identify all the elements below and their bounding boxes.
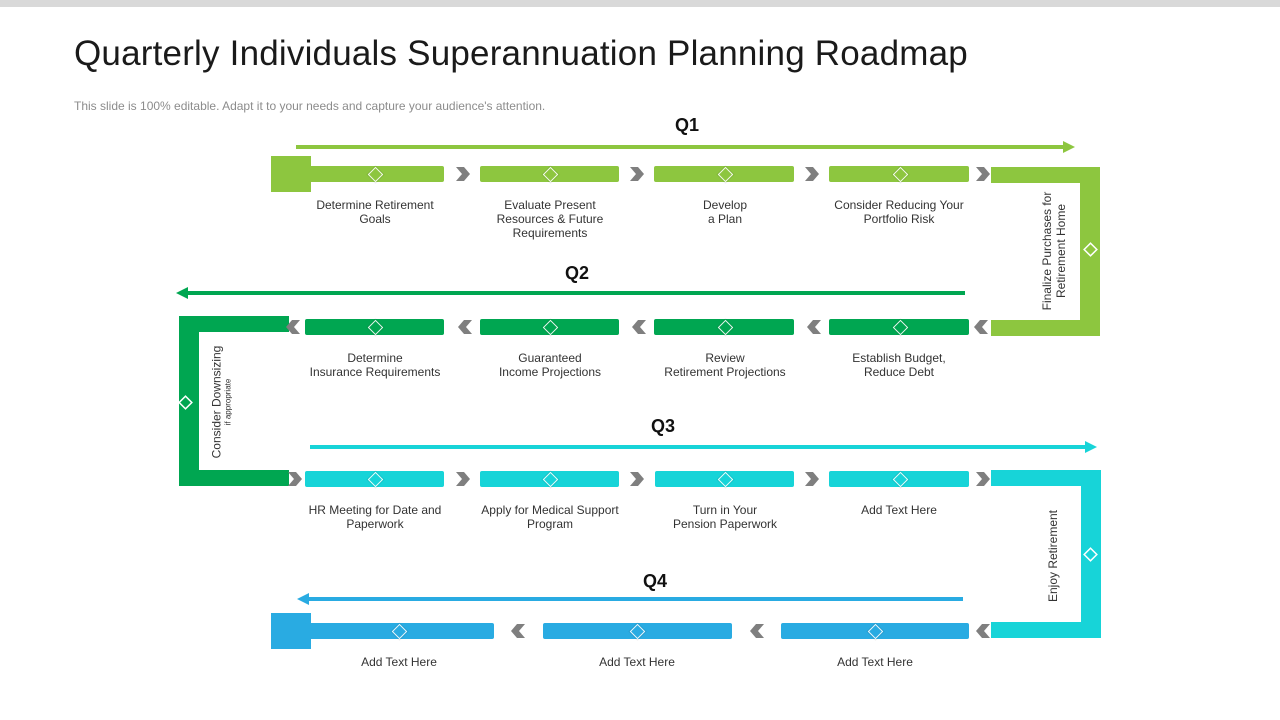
q4-timeline-arrow — [297, 593, 963, 605]
q3-step-bar — [480, 471, 619, 487]
q1-step-bar — [480, 166, 619, 182]
q1-step-bar — [829, 166, 969, 182]
q3-step-bar — [829, 471, 969, 487]
q1-start-block — [271, 156, 311, 192]
q2-label: Q2 — [564, 263, 590, 283]
q2-step-bar — [654, 319, 794, 335]
q4-step-bar — [781, 623, 969, 639]
q2-step-bar — [829, 319, 969, 335]
q1-timeline-arrow — [296, 141, 1075, 153]
q4-step-1-label: Add Text Here — [361, 655, 437, 669]
q2-timeline-arrow — [176, 287, 965, 299]
connector-right-bottom — [991, 470, 1101, 638]
q3-step-bar — [655, 471, 794, 487]
connector-left-diamond — [178, 395, 193, 410]
q2-step-bar — [305, 319, 444, 335]
q4-step-bar — [305, 623, 494, 639]
connector-right-top — [991, 167, 1100, 336]
q3-chevrons — [288, 472, 990, 486]
page-title: Quarterly Individuals Superannuation Pla… — [74, 34, 968, 73]
q4-end-block — [271, 613, 311, 649]
q2-step-4-label: Establish Budget,Reduce Debt — [852, 351, 946, 379]
q4-step-bar — [543, 623, 732, 639]
q1-chevrons — [456, 167, 990, 181]
connector-left — [179, 316, 289, 486]
q1-step-bar — [654, 166, 794, 182]
q4-chevrons — [511, 624, 990, 638]
q4-step-2-label: Add Text Here — [599, 655, 675, 669]
connector-right-bottom-label: Enjoy Retirement — [1046, 509, 1060, 603]
q1-label: Q1 — [674, 115, 700, 135]
q1-step-bar — [305, 166, 444, 182]
connector-right-bottom-diamond — [1083, 547, 1098, 562]
page-subtitle: This slide is 100% editable. Adapt it to… — [74, 99, 546, 113]
q3-step-4-label: Add Text Here — [861, 503, 937, 517]
q3-label: Q3 — [650, 416, 676, 436]
q4-step-3-label: Add Text Here — [837, 655, 913, 669]
connector-right-top-diamond — [1083, 242, 1098, 257]
top-border-bar — [0, 0, 1280, 7]
q3-timeline-arrow — [310, 441, 1097, 453]
q3-step-bar — [305, 471, 444, 487]
q2-chevrons — [286, 320, 988, 334]
q2-step-bar — [480, 319, 619, 335]
q4-label: Q4 — [642, 571, 668, 591]
